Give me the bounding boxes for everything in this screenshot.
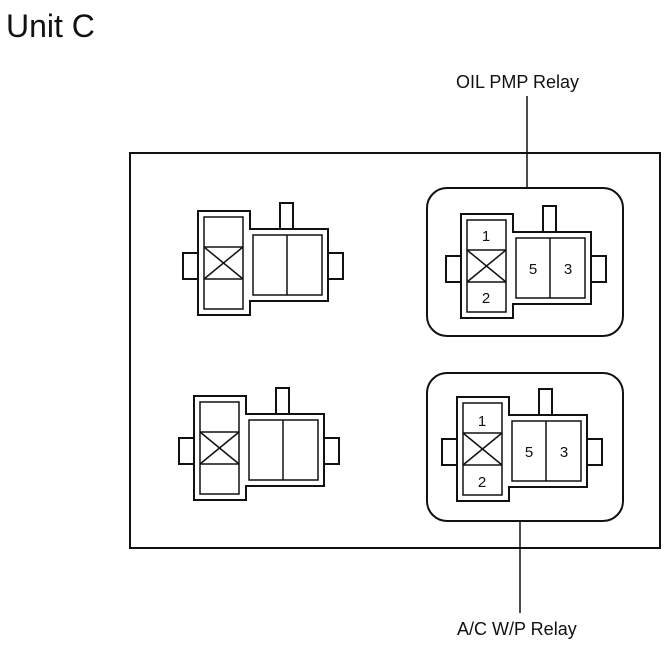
pin-2-label: 2 [478, 474, 486, 491]
page-title: Unit C [6, 8, 95, 44]
relay-bottom-left [178, 387, 340, 501]
pin-1-label: 1 [482, 228, 490, 245]
relay-box-housing [129, 152, 661, 549]
oil-pmp-relay-frame [426, 187, 624, 337]
pin-2-label: 2 [482, 290, 490, 307]
pin-5-label: 5 [529, 261, 537, 278]
relay-top-left [182, 202, 344, 316]
ac-wp-relay-frame [426, 372, 624, 522]
pin-1-label: 1 [478, 413, 486, 430]
pin-3-label: 3 [560, 444, 568, 461]
oil-pmp-relay-callout: OIL PMP Relay [456, 72, 580, 92]
oil-pmp-relay: 1 2 5 3 [445, 205, 607, 319]
ac-wp-relay: 1 2 5 3 [441, 388, 603, 502]
ac-wp-relay-callout: A/C W/P Relay [457, 619, 577, 639]
pin-3-label: 3 [564, 261, 572, 278]
pin-5-label: 5 [525, 444, 533, 461]
